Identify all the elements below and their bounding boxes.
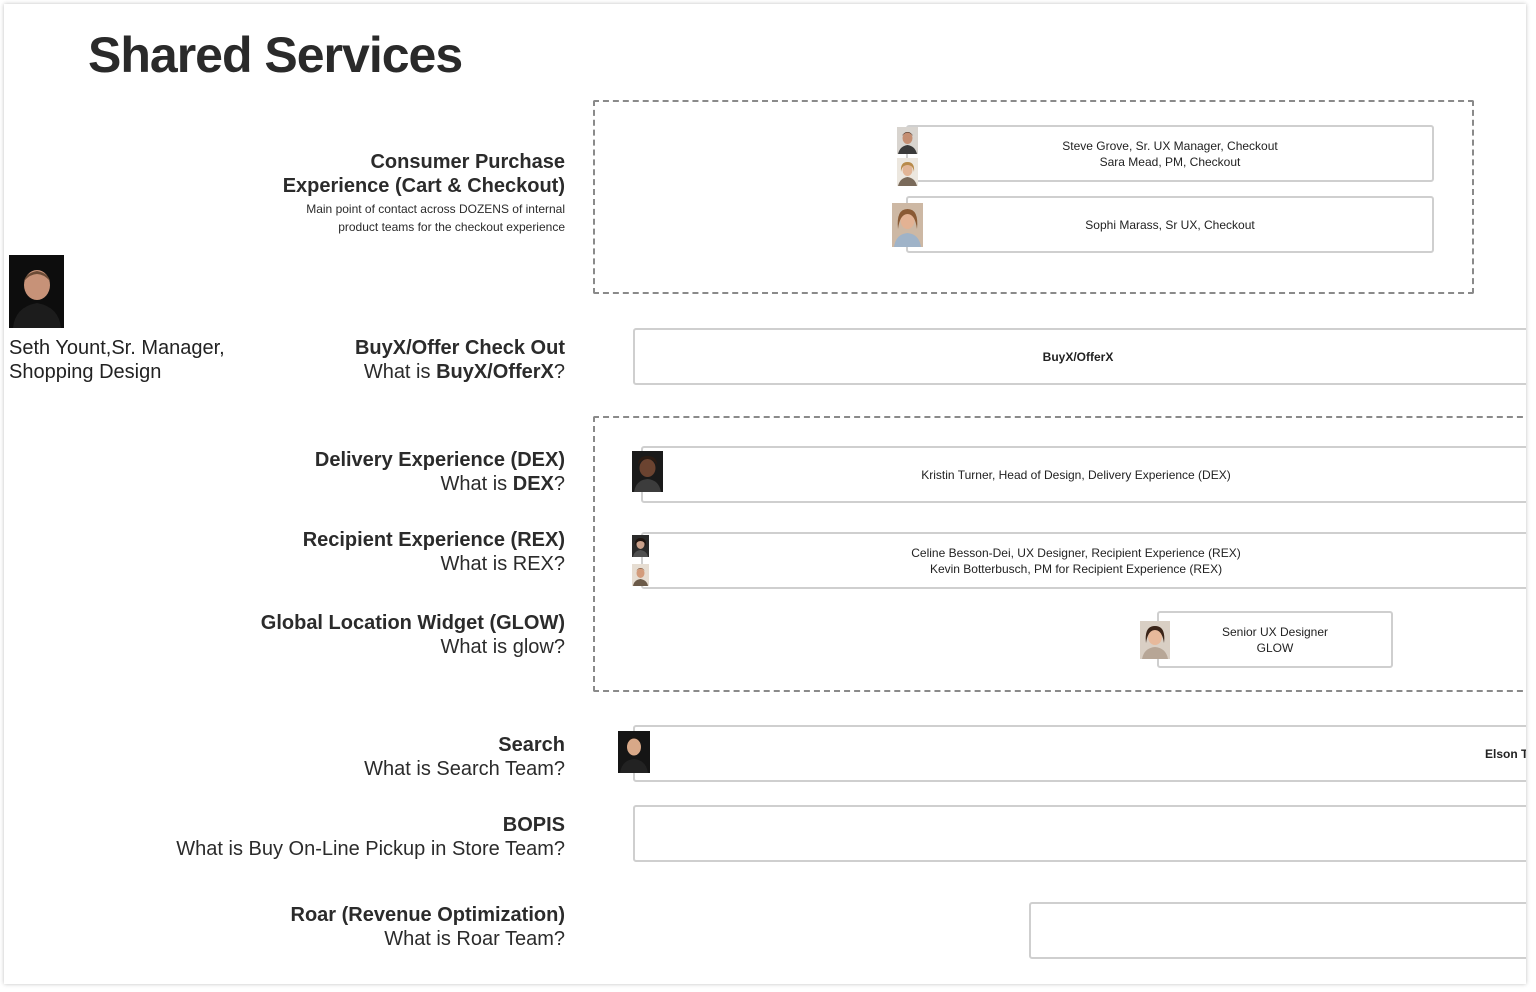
card-search-text: Elson Tr [1485,746,1526,761]
card-rex-line2: Kevin Botterbusch, PM for Recipient Expe… [929,561,1223,576]
sara-mead-avatar [897,158,918,186]
dex-rex-glow-group-box [593,416,1526,692]
label-dex: Delivery Experience (DEX) What is DEX? [315,448,565,496]
buyx-question[interactable]: What is BuyX/OfferX? [363,361,565,383]
lead-name: Seth Yount,Sr. Manager, Shopping Design [9,336,225,384]
dex-question[interactable]: What is DEX? [440,473,566,495]
glow-question[interactable]: What is glow? [440,636,566,658]
bopis-question[interactable]: What is Buy On-Line Pickup in Store Team… [176,838,565,860]
card-checkout-ux-text: Sophi Marass, Sr UX, Checkout [1085,217,1255,232]
card-glow[interactable]: Senior UX Designer GLOW [1157,611,1393,668]
card-glow-line1: Senior UX Designer [1221,624,1329,639]
card-checkout-leads-line1: Steve Grove, Sr. UX Manager, Checkout [1062,138,1278,153]
card-checkout-ux[interactable]: Sophi Marass, Sr UX, Checkout [906,196,1434,253]
search-question[interactable]: What is Search Team? [364,758,565,780]
label-cpe: Consumer Purchase Experience (Cart & Che… [283,150,565,236]
label-bopis: BOPIS What is Buy On-Line Pickup in Stor… [176,813,565,861]
cpe-heading-line2: Experience (Cart & Checkout) [282,175,565,197]
card-bopis[interactable] [633,805,1526,862]
page-title: Shared Services [88,27,463,83]
roar-heading: Roar (Revenue Optimization) [290,904,565,926]
lead-avatar [9,255,64,328]
search-lead-avatar [618,731,650,773]
label-buyx: BuyX/Offer Check Out What is BuyX/OfferX… [355,336,565,384]
label-rex: Recipient Experience (REX) What is REX? [303,528,565,576]
roar-question[interactable]: What is Roar Team? [384,928,565,950]
cpe-heading-line1: Consumer Purchase [370,151,565,173]
card-dex[interactable]: Kristin Turner, Head of Design, Delivery… [641,446,1526,503]
card-roar[interactable] [1029,902,1526,959]
card-rex-line1: Celine Besson-Dei, UX Designer, Recipien… [911,545,1241,560]
search-heading: Search [498,734,565,756]
rex-heading: Recipient Experience (REX) [302,529,565,551]
dex-heading: Delivery Experience (DEX) [314,449,565,471]
kristin-turner-avatar [632,451,663,492]
card-dex-text: Kristin Turner, Head of Design, Delivery… [921,467,1231,482]
card-search[interactable]: Elson Tr [633,725,1526,782]
checkout-group-box [593,100,1474,294]
kevin-botterbusch-avatar [632,564,649,586]
buyx-heading: BuyX/Offer Check Out [354,337,565,359]
glow-designer-avatar [1140,621,1170,659]
card-buyx-text: BuyX/OfferX [1042,349,1114,364]
label-roar: Roar (Revenue Optimization) What is Roar… [291,903,565,951]
cpe-desc-line1: Main point of contact across DOZENS of i… [306,202,565,216]
glow-heading: Global Location Widget (GLOW) [260,612,565,634]
card-checkout-leads[interactable]: Steve Grove, Sr. UX Manager, Checkout Sa… [906,125,1434,182]
card-glow-line2: GLOW [1256,640,1294,655]
label-glow: Global Location Widget (GLOW) What is gl… [261,611,565,659]
steve-grove-avatar [897,127,918,154]
label-search: Search What is Search Team? [364,733,565,781]
card-rex[interactable]: Celine Besson-Dei, UX Designer, Recipien… [641,532,1526,589]
bopis-heading: BOPIS [502,814,565,836]
card-checkout-leads-line2: Sara Mead, PM, Checkout [1099,154,1241,169]
card-buyx[interactable]: BuyX/OfferX [633,328,1526,385]
diagram-board: Shared Services Seth Yount,Sr. Manager, … [4,4,1526,984]
lead-name-line1: Seth Yount,Sr. Manager, [9,337,225,359]
cpe-desc-line2: product teams for the checkout experienc… [338,220,565,234]
lead-name-line2: Shopping Design [9,361,162,383]
celine-besson-dei-avatar [632,535,649,557]
rex-question[interactable]: What is REX? [440,553,565,575]
sophi-marass-avatar [892,203,923,247]
